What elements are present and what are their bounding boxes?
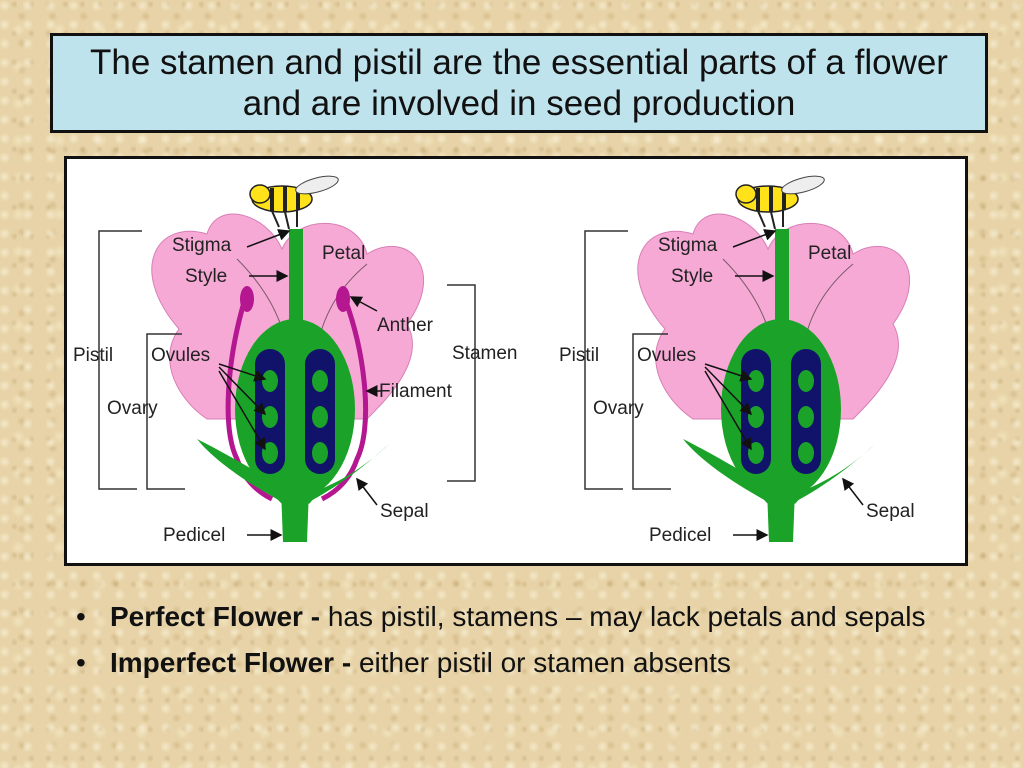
left-flower: Stigma Style Petal Anther Stamen Pistil …	[73, 175, 517, 546]
right-brackets	[584, 230, 671, 490]
flower-diagram-svg: Stigma Style Petal Anther Stamen Pistil …	[73, 175, 915, 546]
left-brackets	[98, 230, 476, 490]
right-label-style: Style	[671, 266, 713, 287]
left-labels: Stigma Style Petal Anther Stamen Pistil …	[73, 235, 517, 546]
right-bee-icon	[735, 175, 825, 230]
left-bee-icon	[249, 175, 339, 230]
bullet-definition: has pistil, stamens – may lack petals an…	[320, 601, 926, 632]
title-box: The stamen and pistil are the essential …	[50, 33, 988, 133]
left-label-pistil: Pistil	[73, 345, 113, 366]
bullet-dot-icon: •	[76, 601, 86, 632]
left-label-style: Style	[185, 266, 227, 287]
left-label-ovary: Ovary	[107, 398, 158, 419]
page-title: The stamen and pistil are the essential …	[90, 43, 948, 123]
left-label-anther: Anther	[377, 315, 434, 336]
left-label-ovules: Ovules	[151, 345, 210, 366]
left-label-stigma: Stigma	[172, 235, 232, 256]
right-label-ovules: Ovules	[637, 345, 696, 366]
right-labels: Stigma Style Petal Pistil Ovules Ovary S…	[559, 235, 915, 546]
right-label-stigma: Stigma	[658, 235, 718, 256]
flower-diagram: Stigma Style Petal Anther Stamen Pistil …	[64, 156, 968, 566]
left-label-filament: Filament	[379, 381, 453, 402]
bullet-dot-icon: •	[76, 647, 86, 678]
right-label-petal: Petal	[808, 243, 851, 264]
right-arrows	[704, 229, 864, 541]
left-label-sepal: Sepal	[380, 501, 429, 522]
right-label-pistil: Pistil	[559, 345, 599, 366]
right-label-ovary: Ovary	[593, 398, 644, 419]
bullet-term: Perfect Flower -	[110, 601, 321, 632]
right-label-pedicel: Pedicel	[649, 525, 711, 546]
left-label-pedicel: Pedicel	[163, 525, 225, 546]
right-flower: Stigma Style Petal Pistil Ovules Ovary S…	[559, 175, 915, 546]
bullet-term: Imperfect Flower -	[110, 647, 352, 678]
left-stamens	[225, 286, 369, 502]
left-label-petal: Petal	[322, 243, 365, 264]
left-label-stamen: Stamen	[452, 343, 517, 364]
left-arrows	[218, 229, 382, 541]
bullet-item-imperfect-flower: • Imperfect Flower - either pistil or st…	[70, 643, 970, 683]
bullet-definition: either pistil or stamen absents	[351, 647, 731, 678]
bullet-list: • Perfect Flower - has pistil, stamens –…	[70, 597, 970, 689]
right-label-sepal: Sepal	[866, 501, 915, 522]
bullet-item-perfect-flower: • Perfect Flower - has pistil, stamens –…	[70, 597, 970, 637]
